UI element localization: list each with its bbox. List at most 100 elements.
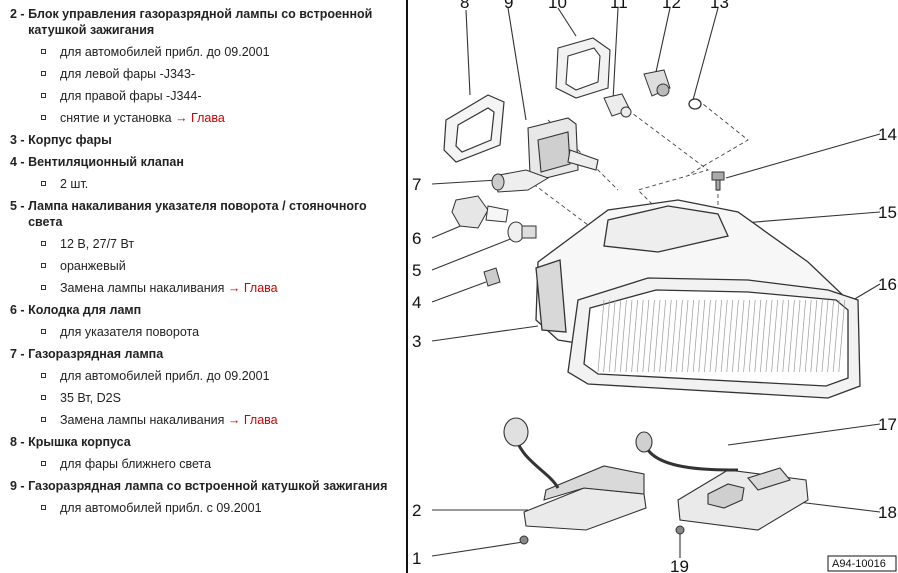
part-detail-item: Замена лампы накаливания → Глава [10, 280, 404, 296]
leader-14 [725, 133, 881, 179]
lens-rib [810, 299, 818, 373]
leader-7 [431, 179, 499, 185]
part-detail-item: для фары ближнего света [10, 456, 404, 472]
part-title: 8 - Крышка корпуса [10, 434, 404, 450]
callout-4: 4 [412, 293, 421, 312]
lens-rib [664, 299, 672, 373]
part-section: 6 - Колодка для ламп для указателя поворо… [10, 302, 404, 340]
lens-rib [653, 299, 661, 373]
lens-rib [642, 299, 650, 373]
lens-rib [821, 299, 829, 373]
assembly-line-13 [687, 99, 749, 176]
vent-valve-4 [483, 267, 501, 287]
parts-list-panel: 2 - Блок управления газоразрядной лампы … [0, 0, 404, 573]
lens-rib [788, 299, 795, 373]
part-number: 9 - [10, 479, 29, 493]
lens-rib [720, 299, 728, 373]
panel-divider [406, 0, 408, 573]
part-title: 7 - Газоразрядная лампа [10, 346, 404, 362]
gas-lamp-with-igniter-9 [527, 117, 599, 181]
detail-text: для фары ближнего света [60, 457, 212, 471]
diagram-svg: 8 9 10 11 12 13 14 15 16 17 18 19 7 6 5 … [412, 0, 897, 573]
lens-rib [692, 299, 700, 373]
lens-rib [597, 299, 605, 373]
part-name: Вентиляционный клапан [28, 155, 184, 169]
callout-6: 6 [412, 229, 421, 248]
lens-rib [726, 299, 734, 373]
lens-rib [614, 299, 622, 373]
callout-2: 2 [412, 501, 421, 520]
lens-rib [782, 299, 790, 373]
chapter-link[interactable]: → Глава [227, 413, 278, 427]
part-title: 2 - Блок управления газоразрядной лампы … [10, 6, 404, 38]
lens-rib [804, 299, 812, 373]
detail-text: для левой фары -J343- [60, 67, 196, 81]
part-section: 2 - Блок управления газоразрядной лампы … [10, 6, 404, 126]
lens-rib [603, 299, 610, 373]
callout-9: 9 [504, 0, 513, 12]
callout-3: 3 [412, 332, 421, 351]
control-unit-2 [503, 417, 647, 531]
lens-rib [793, 299, 801, 373]
lens-rib [648, 299, 655, 373]
chapter-link[interactable]: → Глава [175, 111, 225, 125]
leader-1 [431, 541, 524, 557]
part-name: Лампа накаливания указателя поворота / с… [28, 199, 367, 229]
bullet-square-icon [41, 263, 46, 268]
callout-17: 17 [878, 415, 897, 434]
part-title: 9 - Газоразрядная лампа со встроенной ка… [10, 478, 404, 494]
bullet-square-icon [41, 395, 46, 400]
assembly-line-11 [627, 109, 709, 206]
bulb-11 [603, 93, 632, 118]
lens-rib [776, 299, 784, 373]
bullet-square-icon [41, 93, 46, 98]
cover-10 [555, 37, 611, 99]
part-name: Блок управления газоразрядной лампы со в… [28, 7, 373, 37]
lens-rib [838, 299, 846, 373]
leader-10 [557, 7, 577, 37]
screw-14 [711, 171, 725, 191]
bullet-square-icon [41, 181, 46, 186]
part-name: Газоразрядная лампа со встроенной катушк… [28, 479, 388, 493]
leader-8 [465, 9, 471, 96]
part-name: Колодка для ламп [28, 303, 142, 317]
lens-rib [625, 299, 633, 373]
lens-rib [732, 299, 739, 373]
assembly-line-7 [527, 179, 609, 241]
part-name: Корпус фары [28, 133, 112, 147]
part-name: Газоразрядная лампа [28, 347, 164, 361]
lens-rib [670, 299, 678, 373]
part-number: 4 - [10, 155, 29, 169]
seal-13 [688, 98, 702, 110]
chapter-link[interactable]: → Глава [227, 281, 278, 295]
leader-9 [507, 7, 527, 121]
lens-rib [816, 299, 823, 373]
detail-text: для указателя поворота [60, 325, 200, 339]
part-section: 9 - Газоразрядная лампа со встроенной ка… [10, 478, 404, 516]
lens-rib [760, 299, 767, 373]
lens-rib [687, 299, 694, 373]
bullet-square-icon [41, 461, 46, 466]
callout-10: 10 [548, 0, 567, 12]
detail-text: для правой фары -J344- [60, 89, 202, 103]
part-title: 4 - Вентиляционный клапан [10, 154, 404, 170]
bullet-square-icon [41, 373, 46, 378]
part-title: 6 - Колодка для ламп [10, 302, 404, 318]
detail-text: для автомобилей прибл. до 09.2001 [60, 369, 270, 383]
lens-rib [737, 299, 745, 373]
part-detail-item: для автомобилей прибл. до 09.2001 [10, 44, 404, 60]
part-detail-item: оранжевый [10, 258, 404, 274]
callout-16: 16 [878, 275, 897, 294]
lens-rib [676, 299, 683, 373]
lens-rib [743, 299, 750, 373]
leader-17 [727, 423, 881, 446]
lens-rib [631, 299, 638, 373]
callout-18: 18 [878, 503, 897, 522]
callout-5: 5 [412, 261, 421, 280]
figure-id: A94-10016 [832, 558, 886, 570]
lens-rib [698, 299, 706, 373]
lens-rib [765, 299, 773, 373]
part-number: 6 - [10, 303, 29, 317]
bullet-square-icon [41, 417, 46, 422]
